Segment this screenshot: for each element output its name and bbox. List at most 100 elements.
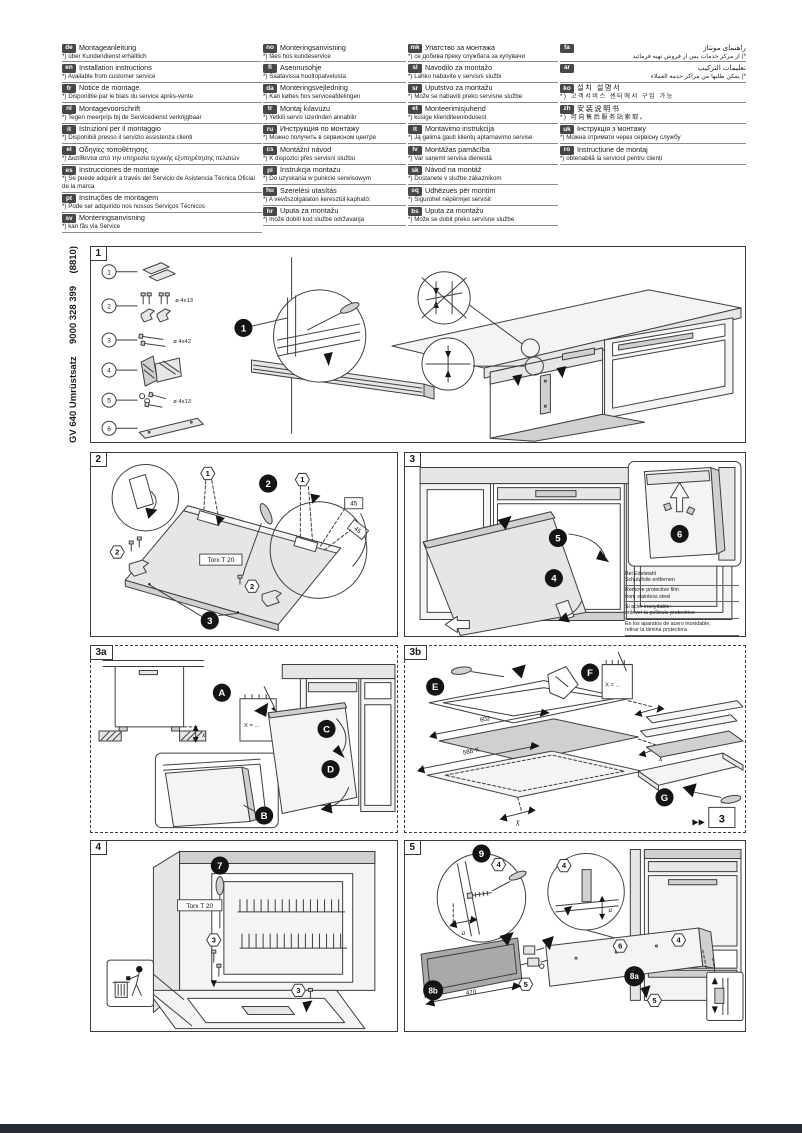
lang-note: *) Ją galima gauti klientų aptarnavimo s… [408,134,533,142]
panel-5-plinth: 5 4 [403,839,746,1032]
part-marker-1: 1 [200,466,216,481]
screwdriver-icon [492,870,527,892]
lang-title: Instrukcja montażu [280,166,341,175]
lang-title: راهنمای مونتاژ [703,43,746,52]
lang-title: Інструкція з монтажу [577,125,647,134]
lang-title: Uputa za montažu [425,207,484,215]
svg-text:a: a [608,906,612,914]
lang-code-badge: fa [560,43,574,53]
continue-jump: ▶▶ 3 [692,806,736,829]
svg-text:4: 4 [562,861,567,870]
panel-3-door-mounting: 3 5 4 [403,451,746,637]
lang-note: *) Available from customer service [62,72,156,80]
svg-text:1: 1 [300,475,304,484]
lang-code-badge: uk [560,125,574,135]
parts-list: 1 2 ø 4x13 3 ø 4x42 4 5 [101,257,293,439]
lang-title: Instruções de montagem [79,194,159,202]
pad-detail-circle [111,463,180,532]
lang-code-badge: de [62,43,76,53]
panel-3b-cut-panels: 3b E F X = ... [403,644,746,833]
lang-title: Istruzioni per il montaggio [79,125,161,134]
lang-title: Szerelési utasítás [280,186,337,195]
torx-label: Torx T 20 [207,557,234,564]
film-removal-inset: 6 [627,461,742,567]
lang-note: *) Pode ser adquirido nos nossos Serviço… [62,203,205,210]
screwdriver-icon [450,666,505,678]
lang-title: Notice de montage [79,84,140,93]
kit-order-number: 9000 328 399 [67,285,79,344]
lang-note: *) može dobiti kod službe održavanja [263,216,365,223]
lang-note: *) Διατίθενται από την υπηρεσία τεχνικής… [62,154,240,162]
lang-code-badge: en [62,63,76,73]
panel-3-illustration: 5 4 6 [419,461,742,636]
panel-5-illustration: 4 a 9 4 a 6 4 [420,844,744,1021]
step-badge-A: A [212,683,231,702]
panel-2-label: 2 [89,451,108,467]
svg-text:5: 5 [524,980,528,989]
lang-note: *) Sigurohet nëpërmjet servisit [408,195,491,203]
lang-title: Montāžas pamācība [425,145,490,154]
panel-3a-label: 3a [89,644,113,660]
lang-note: *) 可向售后服务站索取。 [560,113,648,121]
lang-code-badge: hr [263,207,277,216]
note-es: En los aparatos de acero inoxidable, ret… [625,619,739,636]
svg-text:3: 3 [212,936,216,945]
lang-title: Instrucțiune de montaj [577,145,648,154]
part-marker-2: 2 [244,579,260,593]
svg-text:1: 1 [241,323,247,334]
panel-3a-illustration: x A X = ... B [98,659,396,829]
svg-text:F: F [587,668,593,679]
lang-title: Упатство за монтажа [425,43,496,52]
note-fr: Si acier inoxydable: enlever la pellicul… [625,602,739,620]
lang-title: 설치 설명서 [577,84,622,93]
svg-text:3: 3 [207,616,212,627]
screwdriver-icon [694,791,742,804]
panel-5-label: 5 [403,839,422,855]
note-en: Remove protective film from stainless st… [625,586,739,603]
measure-note: X = ... [244,723,260,729]
lang-code-badge: zh [560,104,574,114]
svg-text:1: 1 [206,469,210,478]
svg-text:5: 5 [652,996,656,1005]
dimension-588-X: 588-X [462,746,480,756]
part-marker-3: 3 [206,933,222,947]
lang-title: Monteringsanvisning [79,214,145,223]
measure-note: X = ... [605,683,621,689]
dimension-a: a [462,929,466,937]
lang-note: *) A vevőszolgálaton keresztül kapható: [263,195,371,203]
dimension-470: 470 [465,989,477,998]
lang-code-badge: es [62,166,76,176]
lang-note: *) Disponibili presso il servizio assist… [62,134,193,142]
lang-code-badge: it [62,125,76,135]
svg-text:6: 6 [618,942,622,951]
svg-text:X: X [657,755,663,763]
dimension-602: 602 [479,715,491,724]
lang-title: Monteerimisjuhend [425,104,486,113]
lang-code-badge: tr [263,104,277,114]
svg-text:1: 1 [107,269,111,276]
lang-code-badge: no [263,43,277,53]
bracket-detail-circle: 4 a [547,853,625,941]
svg-text:8a: 8a [630,972,639,981]
stainless-steel-notes: Bei Edelstahl Schutzfolie entfernen Remo… [625,569,739,636]
step-badge-G: G [655,788,674,807]
part-marker-6: 6 [612,939,628,953]
panel-4-illustration: 7 Torx T 20 3 3 [106,850,376,1030]
